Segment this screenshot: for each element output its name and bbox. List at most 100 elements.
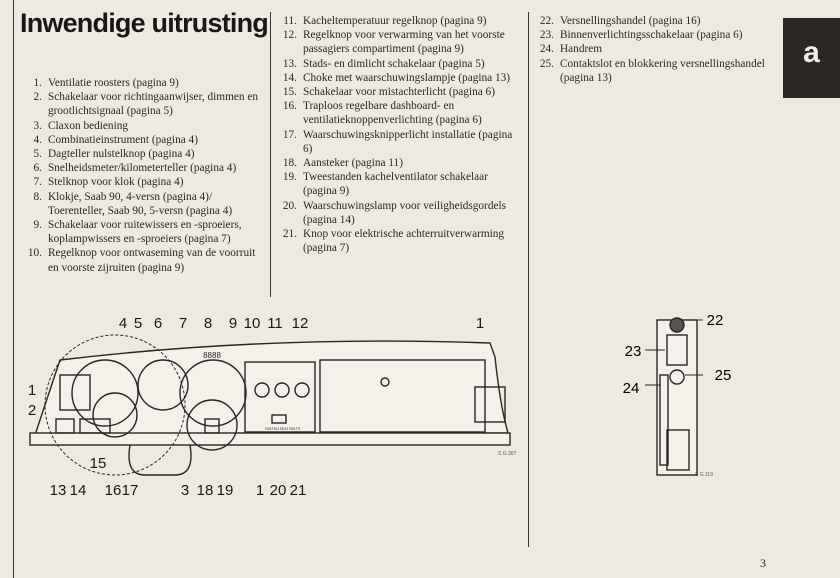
- item-number: 19.: [282, 171, 297, 184]
- gear-lever-figure: 22 23 24 25 S G 119: [623, 312, 732, 478]
- page-number: 3: [760, 556, 766, 570]
- list-item: 11. Kacheltemperatuur regelknop (pagina 9…: [277, 14, 522, 28]
- item-text: Schakelaar voor mistachterlicht (pagina …: [303, 86, 495, 99]
- item-text: Regelknop voor verwarming van het voorst…: [303, 29, 505, 56]
- list-item: 8. Klokje, Saab 90, 4-versn (pagina 4)/ T…: [22, 190, 267, 218]
- item-text: Regelknop voor ontwaseming van de voorru…: [48, 247, 256, 274]
- item-number: 3.: [33, 119, 42, 132]
- callout-top: 9: [229, 315, 237, 332]
- callout-top: 6: [154, 315, 162, 332]
- item-number: 5.: [33, 148, 42, 161]
- item-number: 17.: [282, 128, 297, 141]
- item-number: 11.: [283, 15, 297, 27]
- item-list-col3: 22.Versnellingshandel (pagina 16)23.Binn…: [534, 14, 774, 85]
- item-text: Dagteller nulstelknop (pagina 4): [48, 148, 195, 161]
- item-text: Stelknop voor klok (pagina 4): [48, 176, 184, 189]
- callout-bottom: 15: [90, 455, 107, 472]
- item-number: 7.: [33, 176, 42, 189]
- item-text: Tweestanden kachelventilator schakelaar …: [303, 171, 488, 198]
- list-item: 21. Knop voor elektrische achterruitverwa…: [277, 227, 522, 255]
- callout-bottom: 1: [256, 482, 264, 499]
- callout-23: 23: [625, 343, 642, 360]
- item-text: Ventilatie roosters (pagina 9): [48, 77, 179, 89]
- section-tab: a: [783, 18, 840, 98]
- item-text: Stads- en dimlicht schakelaar (pagina 5): [303, 57, 485, 70]
- list-item: 23. Binnenverlichtingsschakelaar (pagina …: [534, 28, 774, 42]
- item-number: 24.: [539, 43, 554, 56]
- item-number: 6.: [33, 162, 42, 175]
- callout-bottom: 18: [197, 482, 214, 499]
- list-item: 10.Regelknop voor ontwaseming van de voo…: [22, 246, 267, 274]
- seat-belt-panel-text: FASTEN SEAT BELTS: [265, 427, 301, 431]
- callout-top: 10: [244, 315, 261, 332]
- callout-left: 1: [28, 382, 36, 399]
- list-item: 9.Schakelaar voor ruitewissers en -sproe…: [22, 218, 267, 246]
- item-text: Contaktslot en blokkering versnellingsha…: [560, 57, 765, 84]
- item-number: 16.: [282, 100, 297, 113]
- list-item: 4. Combinatieinstrument (pagina 4): [22, 133, 267, 147]
- item-number: 2.: [33, 91, 42, 104]
- callout-22: 22: [707, 312, 724, 329]
- item-text: Aansteker (pagina 11): [303, 157, 403, 170]
- column-divider: [528, 12, 529, 547]
- item-number: 13.: [282, 57, 297, 70]
- item-text: Combinatieinstrument (pagina 4): [48, 133, 198, 146]
- callout-bottom: 19: [217, 482, 234, 499]
- item-text: Choke met waarschuwingslampje (pagina 13…: [303, 71, 511, 84]
- callout-top: 12: [292, 315, 309, 332]
- item-text: Binnenverlichtingsschakelaar (pagina 6): [560, 29, 743, 42]
- list-item: 20. Waarschuwingslamp voor veiligheidsgor…: [277, 199, 522, 227]
- callout-top: 4: [119, 315, 127, 332]
- item-number: 20.: [282, 199, 297, 212]
- callout-left: 2: [28, 402, 36, 419]
- callout-top: 1: [476, 315, 484, 332]
- item-text: Versnellingshandel (pagina 16): [560, 15, 701, 27]
- list-item: 13. Stads- en dimlicht schakelaar (pagina…: [277, 57, 522, 71]
- callout-25: 25: [715, 367, 732, 384]
- item-number: 15.: [282, 86, 297, 99]
- list-item: 3.Claxon bediening: [22, 119, 267, 133]
- list-item: 5. Dagteller nulstelknop (pagina 4): [22, 147, 267, 161]
- item-text: Klokje, Saab 90, 4-versn (pagina 4)/ Toe…: [48, 190, 233, 217]
- callout-bottom: 21: [290, 482, 307, 499]
- item-text: Kacheltemperatuur regelknop (pagina 9): [303, 15, 487, 27]
- column-divider: [270, 12, 271, 297]
- list-item: 12. Regelknop voor verwarming van het voo…: [277, 28, 522, 56]
- callout-bottom: 3: [181, 482, 189, 499]
- callout-bottom: 14: [70, 482, 87, 499]
- figure-code: S G 119: [695, 472, 713, 478]
- left-margin-rule: [13, 0, 14, 578]
- list-item: 7. Stelknop voor klok (pagina 4): [22, 175, 267, 189]
- list-item: 15. Schakelaar voor mistachterlicht (pagi…: [277, 85, 522, 99]
- list-item: 1.Ventilatie roosters (pagina 9): [22, 76, 267, 90]
- list-item: 2. Schakelaar voor richtingaanwijser, dim…: [22, 90, 267, 118]
- callout-top: 7: [179, 315, 187, 332]
- list-item: 18. Aansteker (pagina 11): [277, 156, 522, 170]
- item-text: Snelheidsmeter/kilometerteller (pagina 4…: [48, 162, 237, 175]
- item-text: Knop voor elektrische achterruitverwarmi…: [303, 228, 505, 255]
- item-number: 12.: [282, 29, 297, 42]
- list-item: 16. Traploos regelbare dashboard- en vent…: [277, 99, 522, 127]
- item-number: 18.: [282, 157, 297, 170]
- list-item: 17.Waarschuwingsknipperlicht installatie…: [277, 128, 522, 156]
- item-text: Schakelaar voor richtingaanwijser, dimme…: [48, 91, 259, 118]
- item-list-col2: 11. Kacheltemperatuur regelknop (pagina 9…: [277, 14, 522, 255]
- callout-top: 5: [134, 315, 142, 332]
- svg-text:8888: 8888: [203, 351, 221, 360]
- list-item: 6. Snelheidsmeter/kilometerteller (pagina…: [22, 161, 267, 175]
- item-number: 21.: [282, 228, 297, 241]
- item-number: 4.: [33, 133, 42, 146]
- item-number: 23.: [539, 29, 554, 42]
- item-text: Waarschuwingslamp voor veiligheidsgordel…: [303, 199, 507, 226]
- callout-bottom: 16: [105, 482, 122, 499]
- callout-bottom: 13: [50, 482, 67, 499]
- item-number: 25.: [539, 57, 554, 70]
- item-text: Traploos regelbare dashboard- en ventila…: [303, 100, 482, 127]
- callout-bottom: 20: [270, 482, 287, 499]
- item-number: 8.: [33, 190, 42, 203]
- callout-24: 24: [623, 380, 640, 397]
- item-list-col1: 1.Ventilatie roosters (pagina 9)2. Schake…: [22, 76, 267, 275]
- list-item: 19. Tweestanden kachelventilator schakela…: [277, 170, 522, 198]
